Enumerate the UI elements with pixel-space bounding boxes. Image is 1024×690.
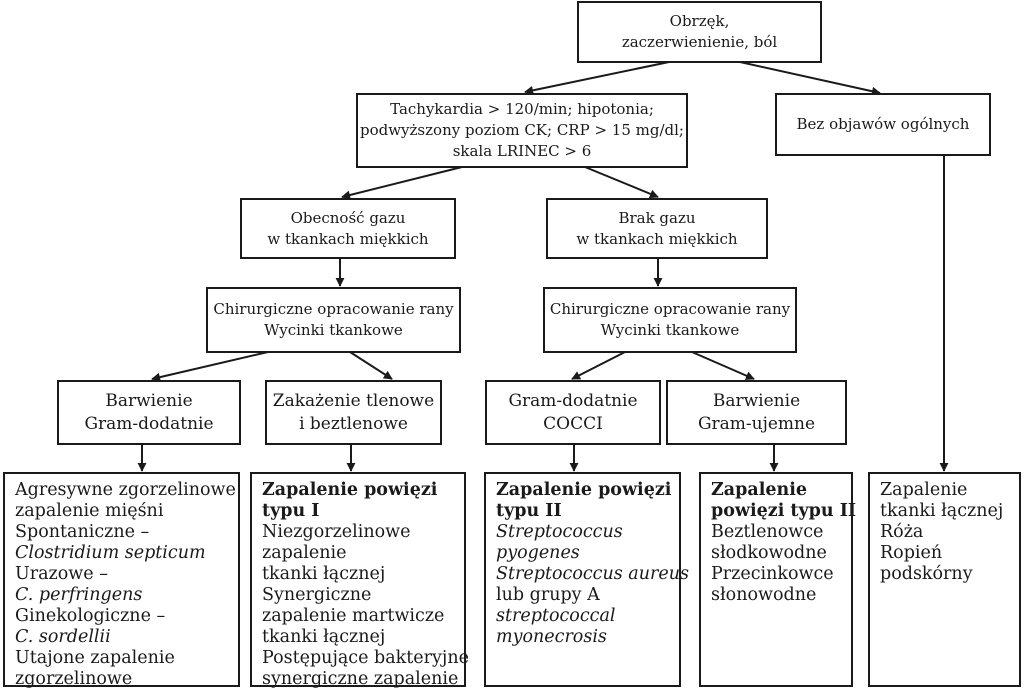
node-gram-positive-cocci: Gram-dodatnie COCCI	[485, 380, 661, 445]
node-aerobic-anaerobic: Zakażenie tlenowe i beztlenowe	[265, 380, 442, 445]
root-node-symptoms: Obrzęk, zaczerwienienie, ból	[577, 1, 822, 63]
arrow-systemic-to-gas-absent	[584, 166, 659, 199]
node-no-systemic-signs: Bez objawów ogólnych	[775, 93, 991, 156]
arrow-systemic-to-gas-present	[341, 166, 463, 200]
node-surgery-right: Chirurgiczne opracowanie rany Wycinki tk…	[543, 287, 797, 353]
leaf-fasciitis-type-1: Zapalenie powięzi typu I Niezgorzelinowe…	[250, 472, 469, 689]
leaf-fasciitis-type-2-cocci: Zapalenie powięzi typu II Streptococcus …	[484, 472, 689, 687]
node-gram-negative-stain: Barwienie Gram-ujemne	[666, 380, 847, 445]
leaf-gas-gangrene: Agresywne zgorzelinowe zapalenie mięśni …	[3, 472, 240, 689]
node-systemic-signs: Tachykardia > 120/min; hipotonia; podwyż…	[356, 93, 688, 168]
leaf-fasciitis-type-2-gram-neg: Zapalenie powięzi typu II Beztlenowce sł…	[699, 472, 856, 687]
arrow-root-to-no-systemic	[739, 61, 881, 96]
arrow-surgery-to-gram-pos	[151, 351, 269, 382]
arrow-surgery-to-cocci	[571, 351, 626, 380]
arrow-surgery-to-gram-neg	[691, 351, 755, 380]
node-gram-positive-stain: Barwienie Gram-dodatnie	[57, 380, 241, 445]
node-gas-present: Obecność gazu w tkankach miękkich	[240, 198, 456, 259]
node-surgery-left: Chirurgiczne opracowanie rany Wycinki tk…	[206, 287, 461, 353]
arrow-surgery-to-aerobic	[349, 351, 393, 380]
arrow-root-to-systemic	[524, 61, 670, 95]
leaf-cellulitis: Zapalenie tkanki łącznej Róża Ropień pod…	[868, 472, 1021, 687]
node-gas-absent: Brak gazu w tkankach miękkich	[546, 198, 768, 259]
